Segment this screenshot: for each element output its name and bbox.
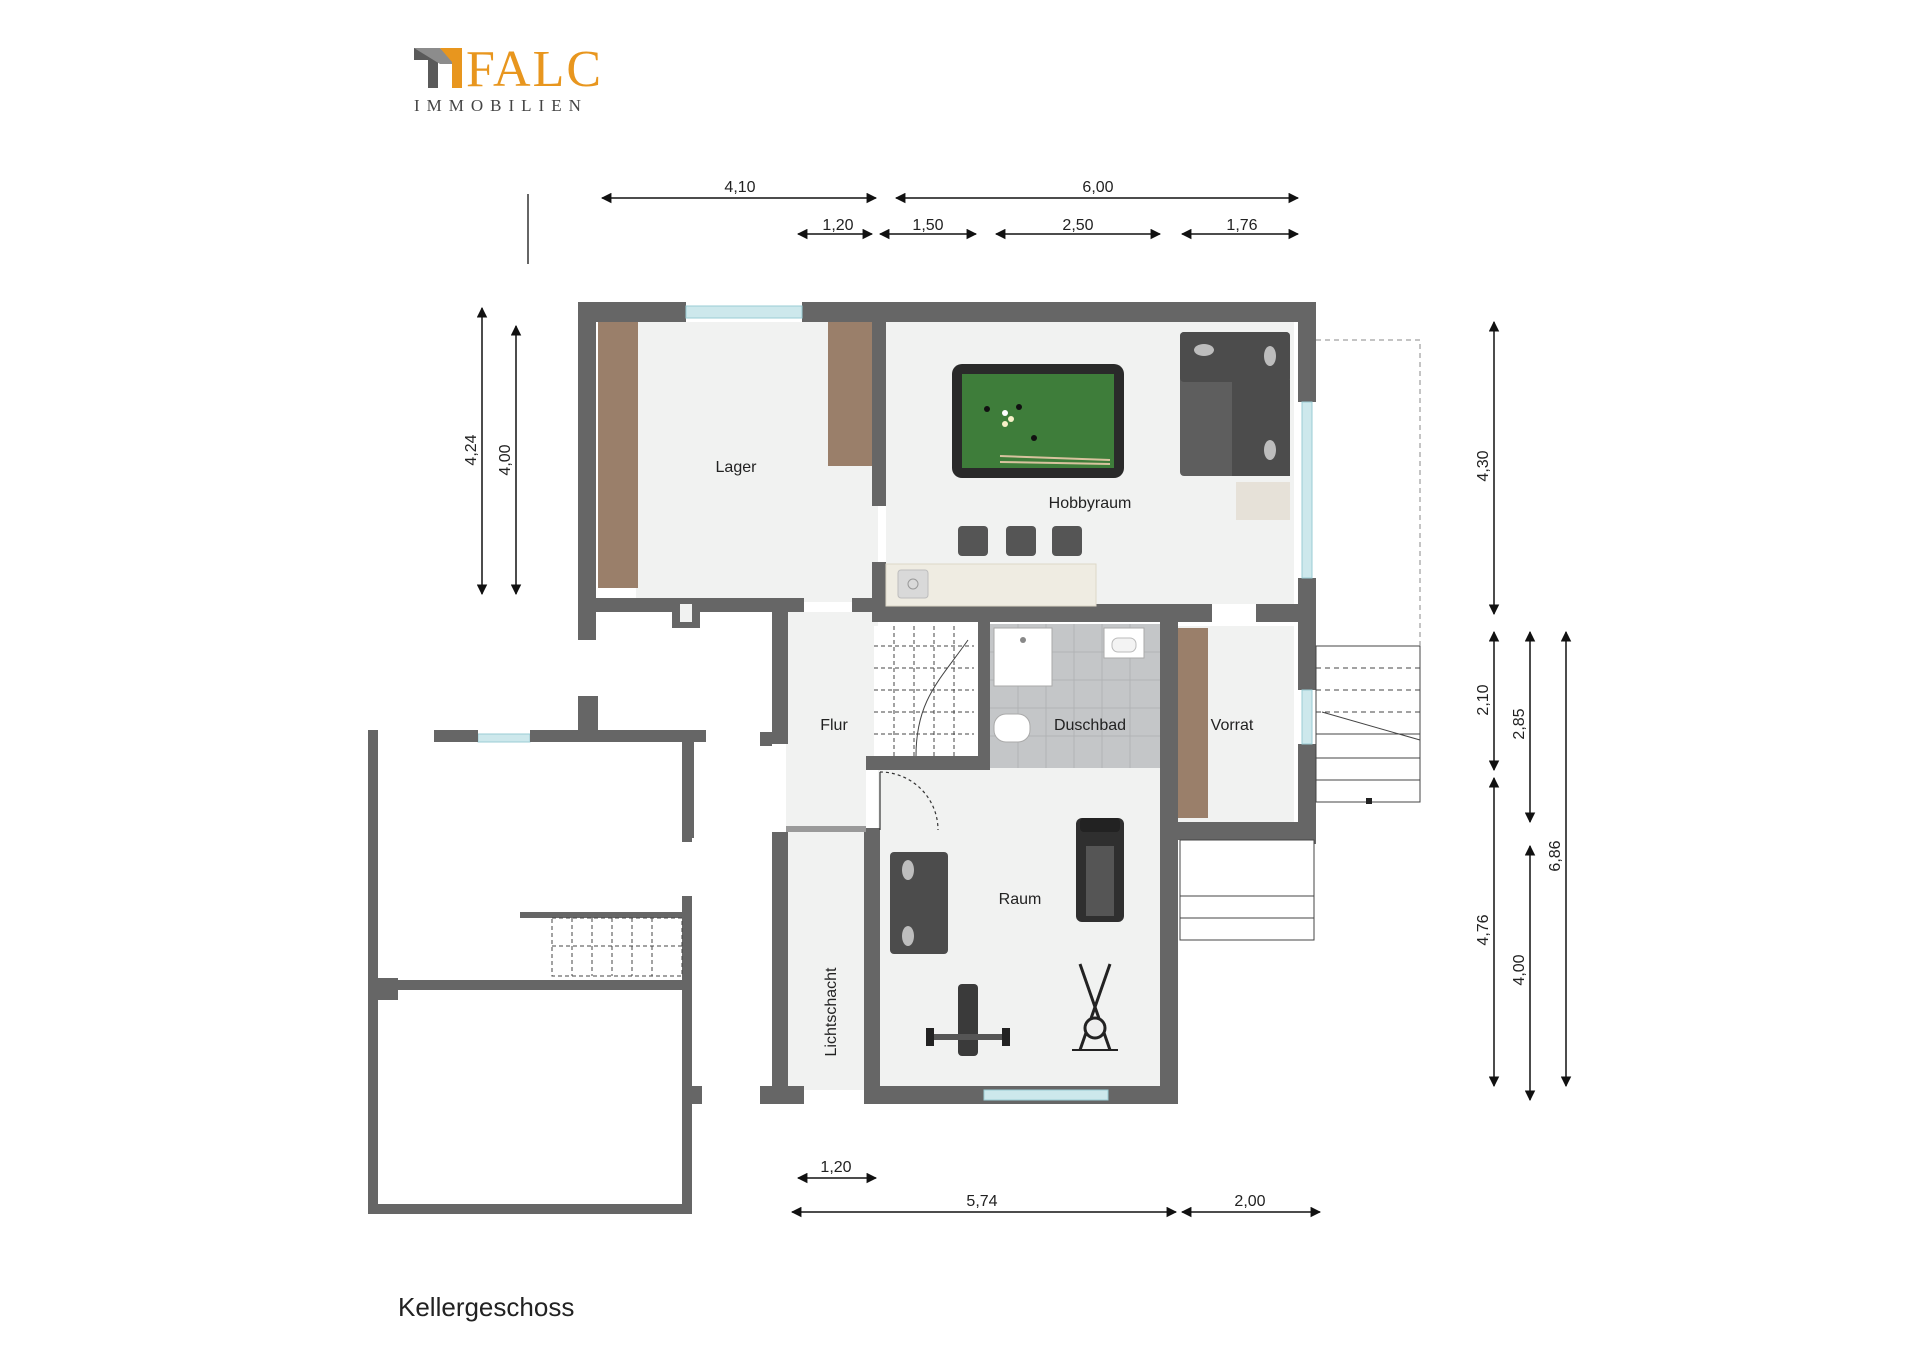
logo-mark-icon: [414, 48, 462, 88]
vorrat-shelf: [1178, 628, 1208, 818]
dim-right-col2-lower: 4,00: [1511, 954, 1528, 985]
toilet-icon: [993, 713, 1031, 743]
dim-right-total: 6,86: [1547, 840, 1564, 871]
annex-stairs-icon: [551, 917, 683, 977]
room-label-duschbad: Duschbad: [1054, 717, 1126, 734]
armchair-icon: [890, 852, 948, 954]
room-label-lichtschacht: Lichtschacht: [823, 967, 840, 1056]
dim-top-seg-1: 1,20: [822, 217, 853, 234]
sofa-icon: [1180, 332, 1290, 476]
shower-tray-icon: [993, 627, 1053, 687]
exterior-stairs-icon: [1315, 645, 1421, 804]
company-logo: FALC IMMOBILIEN: [414, 41, 603, 115]
dim-top-seg-4: 1,76: [1226, 217, 1257, 234]
dimension-labels: 4,10 6,00 1,20 1,50 2,50 1,76 4,24 4,00 …: [463, 179, 1564, 1210]
dim-top-seg-3: 2,50: [1062, 217, 1093, 234]
washbasin-icon: [1103, 627, 1145, 659]
crosstrainer-icon: [1072, 963, 1118, 1051]
logo-subtitle: IMMOBILIEN: [414, 96, 588, 115]
weight-bench-icon: [926, 984, 1010, 1056]
dim-top-seg-2: 1,50: [912, 217, 943, 234]
logo-name: FALC: [466, 41, 603, 98]
stairs-main-icon: [874, 626, 974, 757]
dim-bottom-small: 1,20: [820, 1159, 851, 1176]
lager-shelves: [598, 322, 872, 588]
bar-counter-icon: [885, 563, 1097, 607]
room-label-hobbyraum: Hobbyraum: [1049, 495, 1132, 512]
door-flur-raum: [879, 771, 939, 831]
annex-walls: [368, 696, 772, 1214]
room-label-flur: Flur: [820, 717, 848, 734]
dim-right-upper: 4,30: [1475, 450, 1492, 481]
dim-top-left-total: 4,10: [724, 179, 755, 196]
dimension-lines: [476, 192, 1572, 1218]
dim-bottom-main: 5,74: [966, 1193, 997, 1210]
room-label-raum: Raum: [999, 891, 1042, 908]
dim-left-inner: 4,00: [497, 444, 514, 475]
room-label-lager: Lager: [716, 459, 758, 476]
terrace-outline: [1316, 339, 1421, 646]
treadmill-icon: [1076, 818, 1124, 922]
room-label-vorrat: Vorrat: [1211, 717, 1254, 734]
floor-name: Kellergeschoss: [398, 1292, 574, 1322]
dim-right-lower: 4,76: [1475, 914, 1492, 945]
rug-icon: [1236, 482, 1290, 520]
bar-stools-icon: [958, 526, 1082, 556]
dim-right-col2-upper: 2,85: [1511, 708, 1528, 739]
dim-bottom-right: 2,00: [1234, 1193, 1265, 1210]
exterior-steps-lower: [1179, 839, 1315, 941]
dim-top-right-total: 6,00: [1082, 179, 1113, 196]
dim-left-outer: 4,24: [463, 434, 480, 465]
dim-right-mid: 2,10: [1475, 684, 1492, 715]
windows: [477, 305, 1313, 1101]
billiard-table-icon: [952, 364, 1124, 478]
